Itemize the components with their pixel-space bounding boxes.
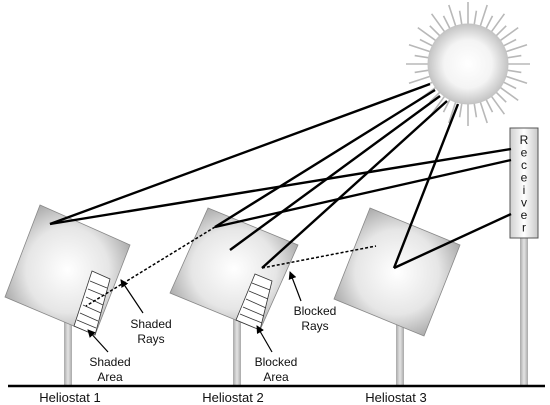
sun-spike: [494, 90, 507, 103]
sun-spike: [505, 54, 522, 59]
sun-spike: [478, 4, 488, 29]
sun-spike: [473, 101, 478, 118]
receiver-letter: r: [522, 221, 526, 235]
receiver-letter: v: [521, 196, 527, 210]
sun-spike: [498, 85, 519, 102]
receiver-pole: [520, 238, 528, 386]
sun-spike: [448, 4, 458, 29]
sun-spike: [503, 74, 528, 84]
sun-spike: [505, 69, 522, 74]
sun-spike: [414, 69, 431, 74]
sun-icon: [406, 2, 530, 126]
heliostat-2-label: Heliostat 2: [202, 390, 263, 405]
sun-spike: [501, 80, 517, 90]
sun-spike: [458, 101, 463, 118]
receiver-letter: e: [521, 171, 528, 185]
blocked-area-label-line1: Blocked: [255, 355, 298, 369]
annotation-arrows: [87, 271, 302, 353]
shaded-area-label-line1: Shaded: [89, 355, 130, 369]
sun-spike: [473, 10, 478, 27]
heliostat-2-pole: [233, 298, 241, 386]
sun-spike: [503, 44, 528, 54]
heliostat-3-label: Heliostat 3: [365, 390, 426, 405]
heliostat-2-mirror: [169, 207, 299, 331]
receiver-letter: c: [521, 158, 527, 172]
heliostat-1-mirror: [4, 204, 131, 336]
shaded-area-label-line2: Area: [97, 370, 123, 384]
heliostat-3-pole: [396, 322, 404, 386]
sun-spike: [430, 94, 447, 115]
sun-spike: [442, 97, 452, 113]
receiver-letter: i: [523, 183, 526, 197]
shaded-rays-label-line1: Shaded: [130, 317, 171, 331]
blocked-rays-label-line2: Rays: [301, 319, 328, 333]
sun-spike: [489, 94, 506, 115]
sun-rays: [49, 82, 512, 270]
sun-spike: [484, 97, 494, 113]
sun-spike: [498, 26, 519, 43]
blocked-rays-label-line1: Blocked: [294, 304, 337, 318]
heliostat-1-label: Heliostat 1: [39, 390, 100, 405]
sun-spike: [408, 44, 433, 54]
sun-spike: [419, 38, 435, 48]
blocked-area-label-line2: Area: [263, 370, 289, 384]
sun-spike: [429, 90, 442, 103]
sun-spike: [430, 13, 447, 34]
sun-spike: [414, 54, 431, 59]
shaded-rays-label-line2: Rays: [137, 332, 164, 346]
sun-spike: [429, 25, 442, 38]
receiver-letter: e: [521, 208, 528, 222]
receiver-letter: e: [521, 146, 528, 160]
sun-spike: [458, 10, 463, 27]
sun-spike: [417, 26, 438, 43]
sun-spike: [448, 99, 458, 124]
sun-spike: [501, 38, 517, 48]
sun-spike: [489, 13, 506, 34]
sun-spike: [442, 15, 452, 31]
sun-spike: [484, 15, 494, 31]
sun-spike: [494, 25, 507, 38]
heliostat-3-mirror: [333, 207, 461, 337]
sun-spike: [478, 99, 488, 124]
receiver-letter: R: [520, 133, 529, 147]
sun-spike: [408, 74, 433, 84]
dashed-rays: [85, 226, 377, 307]
heliostat-1-pole: [64, 310, 72, 386]
